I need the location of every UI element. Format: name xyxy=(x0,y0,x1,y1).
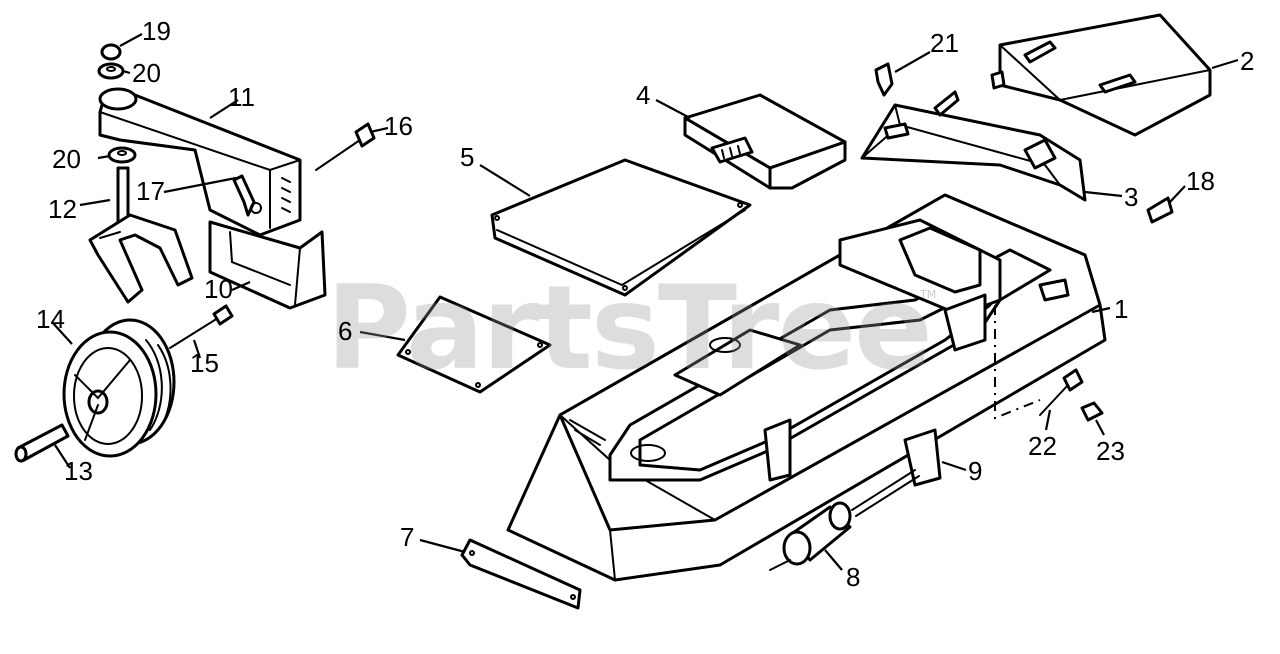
callout-8: 8 xyxy=(846,562,860,592)
part-10-shield[interactable] xyxy=(208,220,327,310)
callout-13: 13 xyxy=(64,456,93,486)
part-16-bolt[interactable] xyxy=(315,122,376,171)
part-21-latch[interactable] xyxy=(874,62,894,97)
watermark-text: PartsTree xyxy=(326,261,931,396)
callout-11: 11 xyxy=(228,82,255,112)
part-22-bolt[interactable] xyxy=(1039,368,1084,416)
callout-1: 1 xyxy=(1114,294,1128,324)
part-8-roller[interactable] xyxy=(769,501,852,571)
callout-3: 3 xyxy=(1124,182,1138,212)
part-1-deck[interactable] xyxy=(506,193,1107,582)
watermark-trademark: TM xyxy=(919,288,936,301)
callout-23: 23 xyxy=(1096,436,1125,466)
callout-5: 5 xyxy=(460,142,474,172)
part-7-strip[interactable] xyxy=(460,538,582,610)
alignment-line xyxy=(994,305,1041,420)
callout-20b: 20 xyxy=(52,144,81,174)
callout-2: 2 xyxy=(1240,46,1254,76)
callout-22: 22 xyxy=(1028,431,1057,461)
callout-17: 17 xyxy=(136,176,165,206)
callout-15: 15 xyxy=(190,348,219,378)
callout-21: 21 xyxy=(930,28,959,58)
part-23-nut[interactable] xyxy=(1080,401,1104,422)
callout-6: 6 xyxy=(338,316,352,346)
callout-12: 12 xyxy=(48,194,77,224)
part-2-cover[interactable] xyxy=(990,13,1212,137)
part-19-nut[interactable] xyxy=(100,43,122,61)
leader-lines xyxy=(51,33,1239,571)
callout-14: 14 xyxy=(36,304,65,334)
part-20-washer-lower[interactable] xyxy=(107,146,137,164)
callout-4: 4 xyxy=(636,80,650,110)
part-20-washer-top[interactable] xyxy=(97,62,125,80)
callout-20a: 20 xyxy=(132,58,161,88)
callout-10: 10 xyxy=(204,274,233,304)
part-14-wheel[interactable] xyxy=(62,318,176,458)
callout-16: 16 xyxy=(384,111,413,141)
part-13-axle[interactable] xyxy=(14,423,70,463)
part-5-plate[interactable] xyxy=(490,158,752,297)
callout-9: 9 xyxy=(968,456,982,486)
part-18-clip[interactable] xyxy=(1146,196,1174,224)
part-9-bracket[interactable] xyxy=(851,428,942,517)
callout-7: 7 xyxy=(400,522,414,552)
part-4-box[interactable] xyxy=(683,93,847,190)
part-3-cover[interactable] xyxy=(860,90,1087,202)
part-15-bolt[interactable] xyxy=(169,304,234,349)
callout-19: 19 xyxy=(142,16,171,46)
part-12-fork[interactable] xyxy=(88,166,194,304)
part-17-clip[interactable] xyxy=(232,174,262,217)
part-6-plate[interactable] xyxy=(396,295,552,394)
callout-18: 18 xyxy=(1186,166,1215,196)
callout-labels: 1 2 3 4 5 6 7 8 9 10 11 12 13 14 15 16 1… xyxy=(36,16,1254,592)
